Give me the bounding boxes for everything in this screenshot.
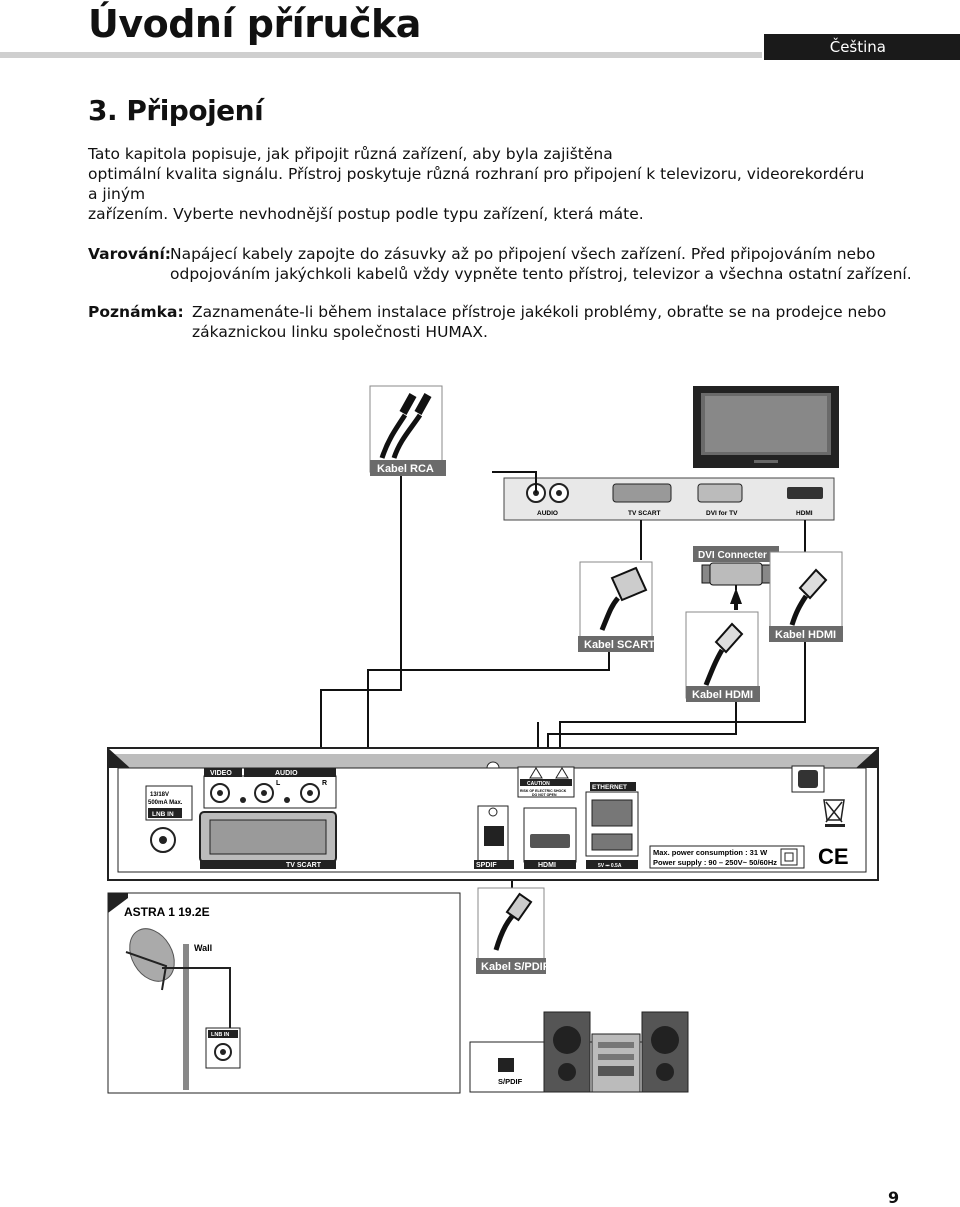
hdmi-cable-bottom-label: Kabel HDMI [692,689,753,701]
intro-line: a jiným [88,185,146,203]
hdmi-cable-card-right: Kabel HDMI [769,551,843,642]
audio-system: S/PDIF [469,1011,689,1093]
intro-paragraph: Tato kapitola popisuje, jak připojit růz… [88,144,878,224]
rca-cable-card: Kabel RCA [369,385,446,476]
rca-cable-label: Kabel RCA [377,463,434,475]
power-port-icon [798,770,818,788]
tv-scart-port-icon [612,483,672,503]
wall-label: Wall [194,943,212,953]
video-label: VIDEO [210,770,232,777]
audio-r-label: R [322,780,327,787]
satellite-box: ASTRA 1 19.2E Wall LNB IN [107,892,461,1094]
note-line: zákaznickou linku společnosti HUMAX. [192,323,488,341]
usb-port-icon [591,833,633,851]
usb-rating-label: 5V ⎓ 0.5A [598,863,622,869]
tv-scart-label: TV SCART [628,510,661,517]
audio-label: AUDIO [275,770,298,777]
ethernet-label: ETHERNET [592,784,627,791]
intro-line: optimální kvalita signálu. Přístroj posk… [88,165,865,183]
dvi-connector: DVI Connecter [693,546,779,610]
power-consumption-label: Max. power consumption : 31 W [653,848,768,857]
power-supply-label: Power supply : 90 – 250V~ 50/60Hz [653,858,777,867]
note-text: Zaznamenáte-li během instalace přístroje… [192,302,892,342]
ethernet-port-icon [591,799,633,827]
intro-line: Tato kapitola popisuje, jak připojit růz… [88,145,613,163]
section-title: 3. Připojení [88,94,264,127]
satellite-dish-icon [129,928,175,982]
satellite-label: ASTRA 1 19.2E [124,905,210,919]
tv-audio-label: AUDIO [537,510,558,517]
caution-label: CAUTION [527,781,550,787]
audio-spdif-port-icon [498,1058,514,1072]
ce-mark-icon: CE [818,844,849,869]
note-line: Zaznamenáte-li během instalace přístroje… [192,303,887,321]
receiver-rear-panel: 13/18V 500mA Max. LNB IN VIDEO AUDIO L R… [107,747,879,881]
lnb-current-label: 500mA Max. [148,800,183,806]
receiver-spdif-label: SPDIF [476,862,497,869]
caution-line2: DO NOT OPEN [532,793,557,797]
document-title: Úvodní příručka [88,2,421,46]
intro-line: zařízením. Vyberte nevhodnější postup po… [88,205,644,223]
receiver-scart-label: TV SCART [286,862,322,869]
tv-dvi-label: DVI for TV [706,510,738,517]
lnb-voltage-label: 13/18V [150,792,169,798]
tv-dvi-port-icon [697,483,743,503]
receiver-hdmi-label: HDMI [538,862,556,869]
warning-text: Napájecí kabely zapojte do zásuvky až po… [170,244,930,284]
lnb-in-label: LNB IN [152,811,174,818]
scart-cable-card: Kabel SCART [578,561,655,652]
dvi-connector-label: DVI Connecter [698,550,767,561]
language-tab: Čeština [764,34,960,60]
hdmi-cable-right-label: Kabel HDMI [775,629,836,641]
wall-lnb-label: LNB IN [211,1032,229,1038]
page-number: 9 [888,1188,900,1207]
tv-hdmi-label: HDMI [796,510,813,517]
tv-port-panel: AUDIO TV SCART DVI for TV HDMI [503,477,835,521]
tv-icon [693,386,839,468]
audio-spdif-label: S/PDIF [498,1077,523,1086]
tv-hdmi-port-icon [787,487,823,499]
spdif-port-icon [484,826,504,846]
warning-label: Varování: [88,245,172,263]
header-rule [0,52,762,58]
caution-line1: RISK OF ELECTRIC SHOCK [520,789,567,793]
weee-icon [823,799,845,823]
spdif-cable-card: Kabel S/PDIF [476,887,550,974]
audio-l-label: L [276,780,281,787]
warning-line: odpojováním jakýchkoli kabelů vždy vypně… [170,265,912,283]
spdif-cable-label: Kabel S/PDIF [481,961,550,973]
scart-cable-label: Kabel SCART [584,639,655,651]
receiver-hdmi-port-icon [530,834,570,848]
warning-line: Napájecí kabely zapojte do zásuvky až po… [170,245,876,263]
hdmi-cable-card-bottom: Kabel HDMI [685,611,760,702]
note-label: Poznámka: [88,303,184,321]
